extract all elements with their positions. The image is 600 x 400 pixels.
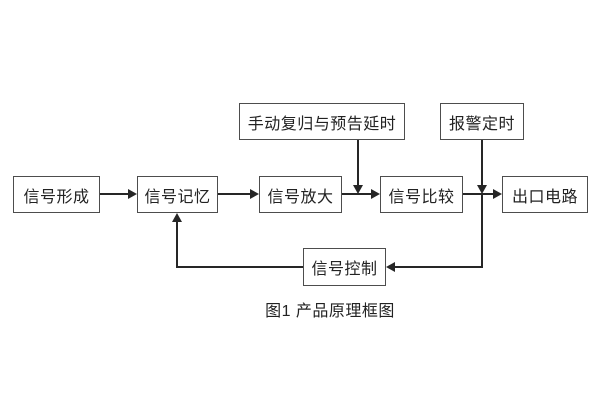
arrowhead-into-compare-icon [371, 189, 380, 199]
edge-manual-reset-down-line [357, 140, 359, 186]
figure-caption: 图1 产品原理框图 [265, 303, 395, 320]
node-signal-amplify: 信号放大 [259, 176, 342, 213]
node-signal-memory: 信号记忆 [137, 176, 218, 213]
node-signal-formation: 信号形成 [13, 176, 100, 213]
arrowhead-into-output-icon [493, 189, 502, 199]
node-output-circuit: 出口电路 [502, 176, 588, 213]
arrowhead-manual-reset-down-icon [353, 185, 363, 194]
arrowhead-into-memory-icon [128, 189, 137, 199]
edge-memory-amplify-line [218, 193, 251, 195]
edge-to-control-line [395, 266, 483, 268]
arrowhead-alarm-timer-down-icon [477, 185, 487, 194]
node-alarm-timer: 报警定时 [440, 103, 524, 140]
node-manual-reset-delay: 手动复归与预告延时 [239, 103, 405, 140]
edge-control-left-line [176, 266, 303, 268]
arrowhead-into-memory-bottom-icon [172, 213, 182, 222]
arrowhead-into-control-icon [386, 262, 395, 272]
node-signal-control: 信号控制 [303, 248, 386, 286]
node-signal-compare: 信号比较 [380, 176, 463, 213]
edge-control-up-line [176, 221, 178, 268]
edge-formation-memory-line [100, 193, 129, 195]
edge-compare-output-line [463, 193, 494, 195]
edge-amplify-compare-line [342, 193, 372, 195]
edge-alarm-timer-down-line [481, 140, 483, 186]
edge-junction-down-line [481, 194, 483, 268]
arrowhead-into-amplify-icon [250, 189, 259, 199]
